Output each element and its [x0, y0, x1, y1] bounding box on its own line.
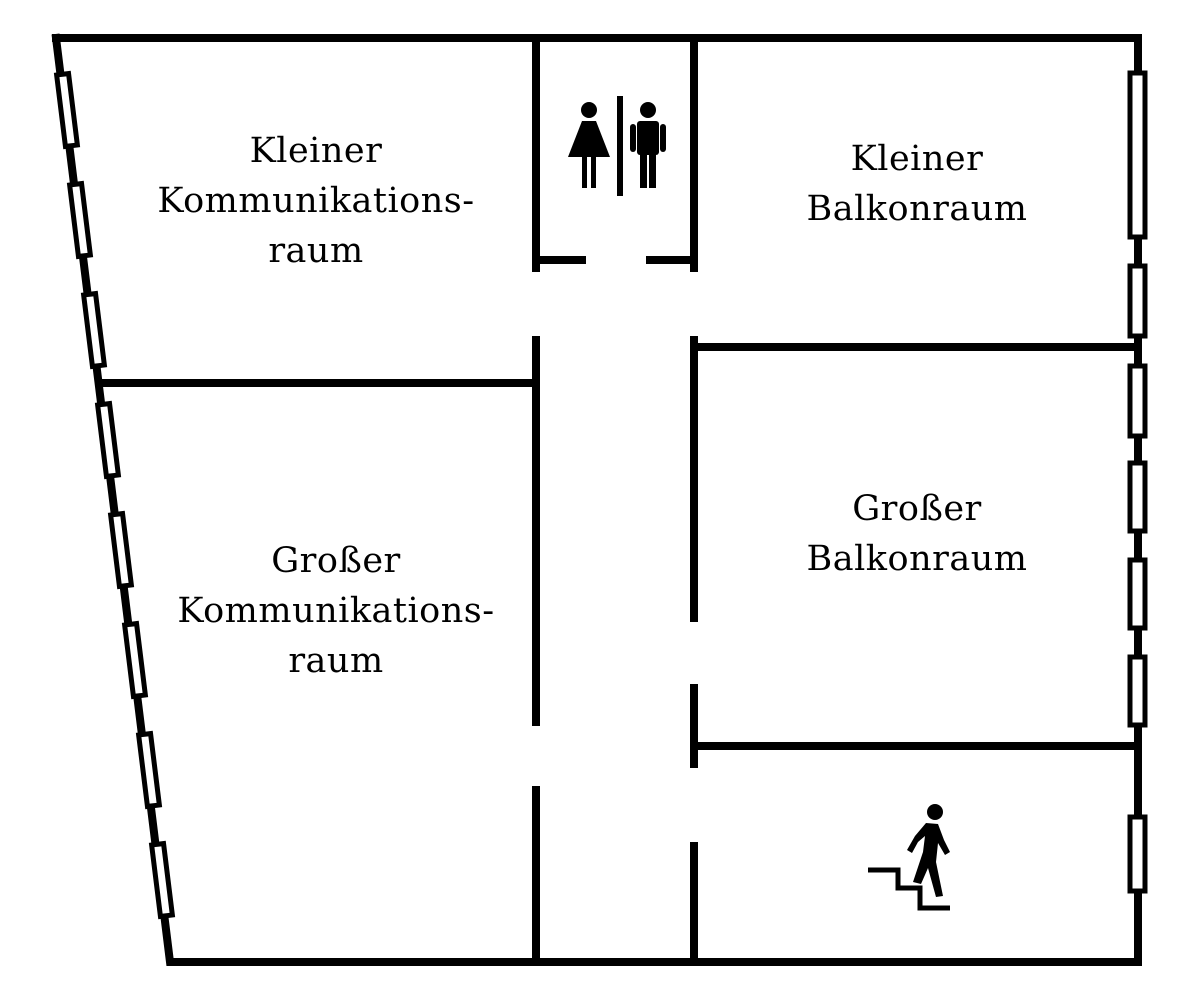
restroom-divider	[617, 96, 623, 196]
window	[1127, 70, 1148, 240]
room-label-line: Kleiner	[851, 139, 984, 179]
window	[107, 510, 135, 590]
window	[121, 620, 149, 700]
room-label-line: Balkonraum	[807, 539, 1028, 579]
window	[1127, 363, 1148, 439]
window	[135, 730, 163, 810]
window	[94, 400, 122, 480]
room-label-line: raum	[288, 641, 383, 681]
room-label-line: Balkonraum	[807, 189, 1028, 229]
window	[1127, 460, 1148, 534]
stairs-icon	[868, 867, 950, 911]
window	[1127, 557, 1148, 631]
room-label-large-balcony: Großer Balkonraum	[807, 489, 1028, 579]
room-label-small-communication: Kleiner Kommunikations- raum	[157, 131, 474, 271]
window	[1127, 814, 1148, 894]
walking-person-icon	[907, 804, 950, 897]
stairs-exit-icon	[868, 804, 950, 911]
left-windows	[53, 70, 176, 920]
window	[1127, 654, 1148, 728]
man-icon	[630, 102, 666, 188]
woman-icon	[568, 102, 610, 188]
window	[53, 70, 81, 150]
room-label-line: Kleiner	[250, 131, 383, 171]
room-label-line: Großer	[271, 541, 401, 581]
right-windows	[1127, 70, 1148, 894]
window	[1127, 263, 1148, 339]
window	[80, 290, 108, 370]
restroom-icon	[568, 96, 666, 196]
room-label-line: Großer	[852, 489, 982, 529]
room-label-line: Kommunikations-	[157, 181, 474, 221]
window	[148, 840, 176, 920]
interior-walls	[98, 34, 1142, 966]
room-label-line: Kommunikations-	[177, 591, 494, 631]
room-label-line: raum	[268, 231, 363, 271]
room-label-small-balcony: Kleiner Balkonraum	[807, 139, 1028, 229]
window	[66, 180, 94, 260]
room-label-large-communication: Großer Kommunikations- raum	[177, 541, 494, 681]
